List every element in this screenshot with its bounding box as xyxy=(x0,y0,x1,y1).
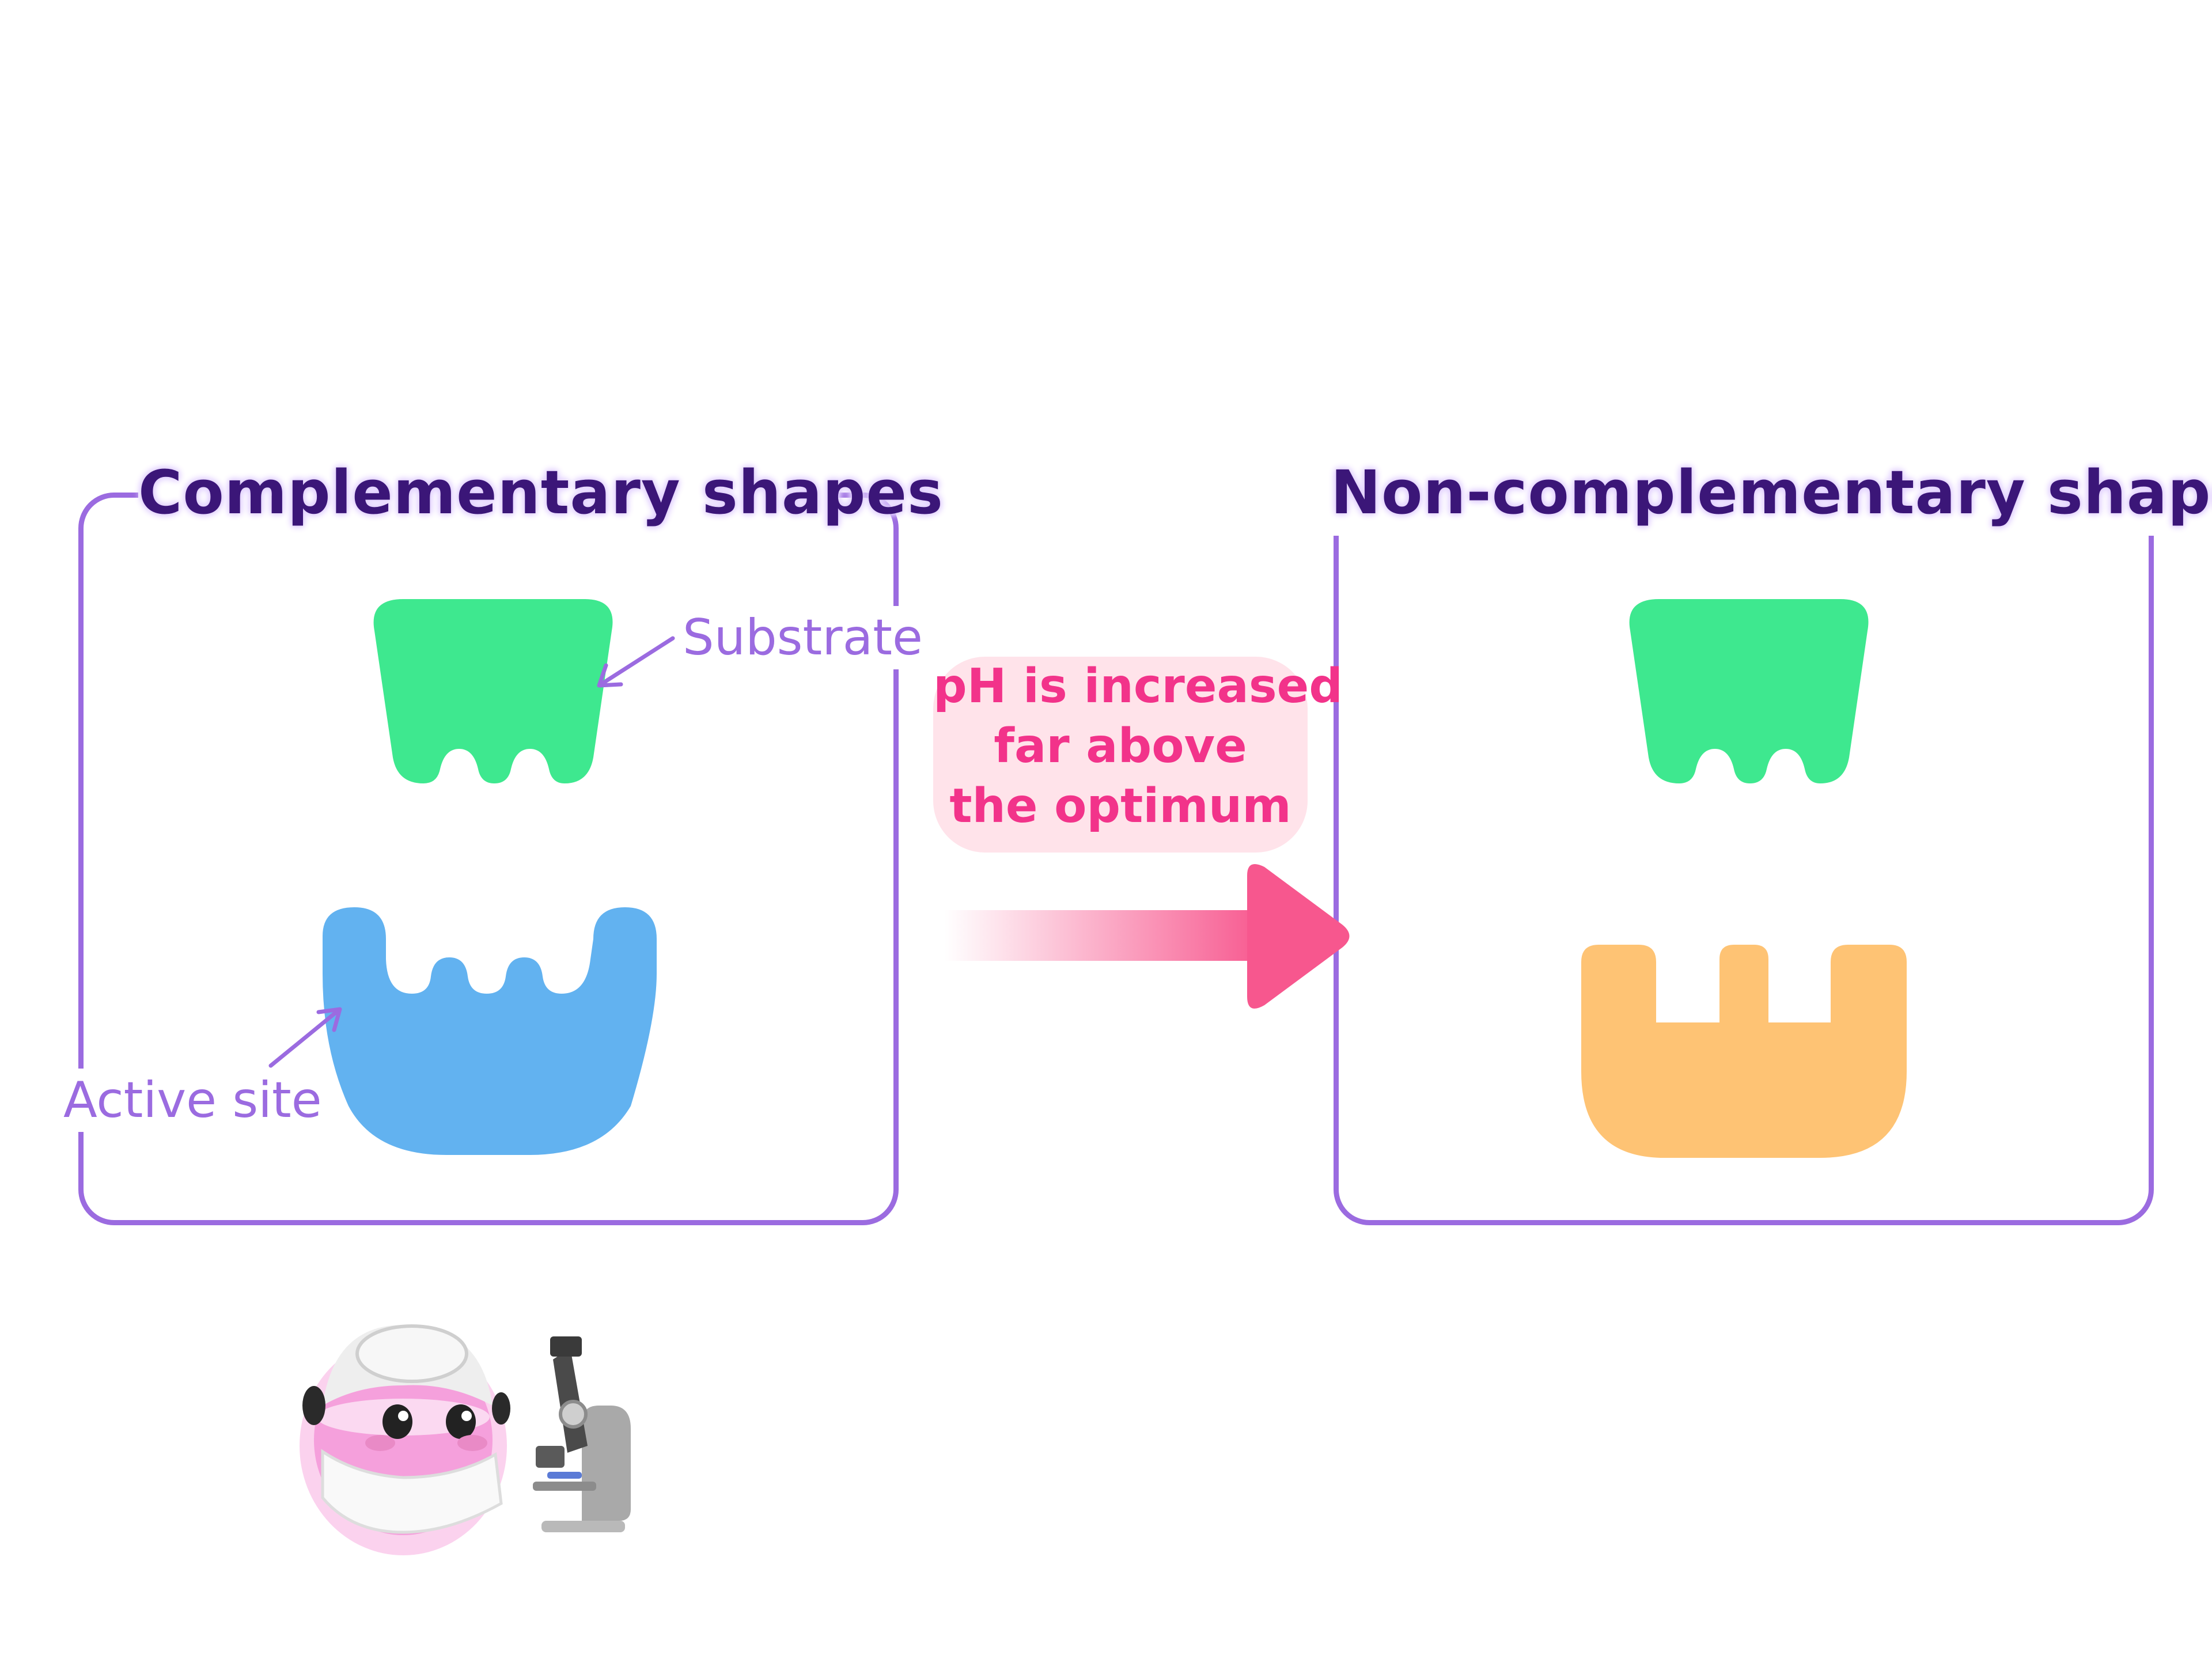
label-active-site: Active site xyxy=(63,1069,322,1132)
active-site-pointer-arrow xyxy=(268,1007,342,1068)
scientist-mascot-icon xyxy=(300,1324,510,1555)
ph-callout-line-1: pH is increased xyxy=(933,659,1343,714)
substrate-shape-right xyxy=(1629,599,1869,783)
ph-change-callout: pH is increased far above the optimum xyxy=(933,657,1343,853)
enzyme-active-site-shape xyxy=(323,907,657,1155)
transition-arrow-shaft xyxy=(945,910,1267,961)
ph-callout-background xyxy=(933,657,1308,853)
ph-callout-line-3: the optimum xyxy=(949,779,1291,834)
transition-arrow-head xyxy=(1247,864,1350,1009)
label-substrate: Substrate xyxy=(683,606,923,669)
microscope-icon xyxy=(533,1336,631,1532)
ph-callout-line-2: far above xyxy=(994,719,1247,774)
title-non-complementary: Non-complementary shapes xyxy=(1331,449,2212,536)
substrate-pointer-arrow xyxy=(597,636,675,688)
substrate-shape-left xyxy=(373,599,613,783)
title-complementary: Complementary shapes xyxy=(138,449,943,536)
enzyme-denatured-shape xyxy=(1581,945,1907,1158)
